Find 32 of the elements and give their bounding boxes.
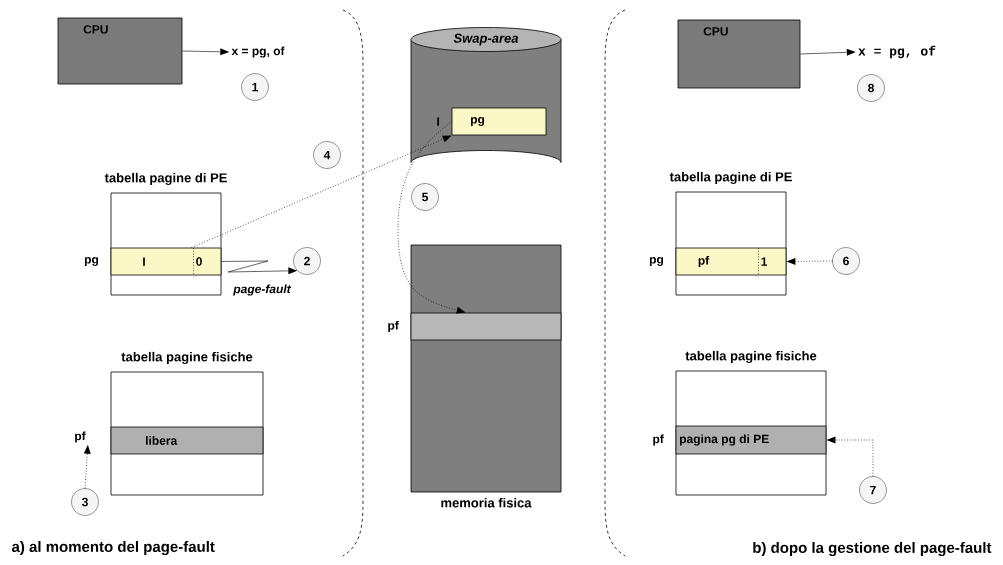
address-label: x = pg, of <box>858 45 936 59</box>
arrow <box>83 444 91 489</box>
table-row: libera <box>110 426 264 455</box>
table-row <box>410 312 562 341</box>
panel-caption: b) dopo la gestione del page-fault <box>753 542 992 557</box>
node-label: tabella pagine fisiche <box>121 351 253 365</box>
row-label: I <box>437 117 439 126</box>
node-label: tabella pagine di PE <box>669 171 792 185</box>
cpu-box: CPU <box>57 17 183 85</box>
table-row: pf 1 <box>675 247 787 276</box>
address-label: pf <box>75 431 86 443</box>
node-label: tabella pagine fisiche <box>685 350 817 364</box>
row-label: pf <box>653 434 664 446</box>
arrow <box>191 135 452 248</box>
table-row: pg <box>451 107 547 136</box>
cpu-box: CPU <box>677 19 801 89</box>
address-label: x = pg, of <box>231 46 285 58</box>
arrow <box>397 121 466 314</box>
edge-label: page-fault <box>233 284 292 296</box>
arrow <box>786 257 833 265</box>
table-row: I 0 <box>110 247 222 276</box>
node-label: memoria fisica <box>441 497 532 508</box>
table-row: pagina pg di PE <box>675 425 827 455</box>
arrow <box>182 48 230 56</box>
node-label: tabella pagine di PE <box>104 172 227 186</box>
arrow <box>800 48 856 56</box>
row-label: pf <box>388 320 399 333</box>
row-label: pg <box>84 257 98 266</box>
panel-caption: a) al momento del page-fault <box>11 541 215 556</box>
arrow <box>826 436 874 477</box>
row-label: pg <box>649 257 663 266</box>
arrow <box>221 260 298 275</box>
